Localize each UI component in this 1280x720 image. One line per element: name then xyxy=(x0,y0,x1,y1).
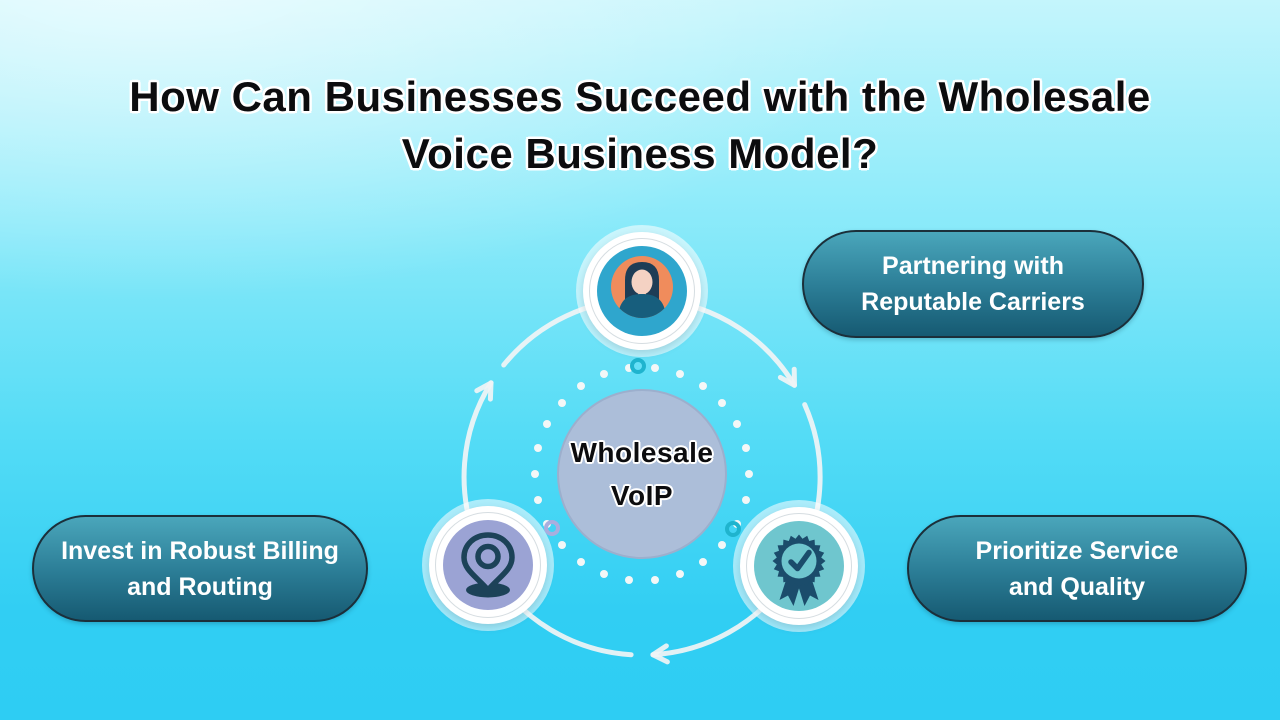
page-title: How Can Businesses Succeed with the Whol… xyxy=(0,68,1280,182)
ring-dot xyxy=(531,470,539,478)
ring-dot xyxy=(745,470,753,478)
purple-ring-decoration xyxy=(544,520,560,536)
teal-ring-decoration xyxy=(630,358,646,374)
ring-dot xyxy=(600,369,609,378)
ring-dot xyxy=(557,399,566,408)
ring-dot xyxy=(698,558,707,567)
award-badge-icon xyxy=(733,500,865,632)
pill-label-line1: Partnering with xyxy=(882,252,1064,280)
page-title-line1: How Can Businesses Succeed with the Whol… xyxy=(129,73,1151,120)
ring-dot xyxy=(600,570,609,579)
hub-label-line1: Wholesale xyxy=(570,437,714,468)
arrow-down-icon xyxy=(777,366,797,388)
pill-label-line2: and Quality xyxy=(1008,572,1146,601)
teal-ring-decoration xyxy=(725,521,741,537)
pill-invest-robust-billing-routing: Invest in Robust Billing and Routing xyxy=(32,515,368,622)
ring-dot xyxy=(741,444,750,453)
ring-dot xyxy=(675,369,684,378)
location-pin-circle xyxy=(443,520,533,610)
pill-label-line2: Reputable Carriers xyxy=(861,288,1085,316)
ring-dot xyxy=(625,363,634,372)
person-avatar-icon xyxy=(576,225,708,357)
ring-dot xyxy=(543,420,552,429)
ring-dot xyxy=(675,570,684,579)
page-title-line2: Voice Business Model? xyxy=(401,130,879,177)
ring-dot xyxy=(534,495,543,504)
pill-prioritize-service-quality: Prioritize Service and Quality xyxy=(907,515,1247,622)
ring-dot xyxy=(698,381,707,390)
pill-label-line2: and Routing xyxy=(127,572,273,601)
ring-dot xyxy=(718,399,727,408)
ring-dot xyxy=(534,444,543,453)
award-badge-circle xyxy=(754,521,844,611)
person-avatar-circle xyxy=(597,246,687,336)
ring-dot xyxy=(718,540,727,549)
ring-dot xyxy=(577,381,586,390)
hub-label-line2: VoIP xyxy=(610,480,674,511)
ring-dot xyxy=(625,576,634,585)
ring-dot xyxy=(741,495,750,504)
arrow-left-icon xyxy=(650,643,670,665)
arrow-up-icon xyxy=(474,380,494,402)
pill-partnering-reputable-carriers: Partnering with Reputable Carriers xyxy=(802,230,1144,338)
hub-circle: Wholesale VoIP xyxy=(557,389,727,559)
ring-dot xyxy=(650,576,659,585)
pill-label-line1: Prioritize Service xyxy=(975,536,1179,565)
pill-label-line1: Invest in Robust Billing xyxy=(61,536,339,565)
location-pin-icon xyxy=(422,499,554,631)
ring-dot xyxy=(557,540,566,549)
ring-dot xyxy=(650,363,659,372)
ring-dot xyxy=(732,420,741,429)
ring-dot xyxy=(577,558,586,567)
